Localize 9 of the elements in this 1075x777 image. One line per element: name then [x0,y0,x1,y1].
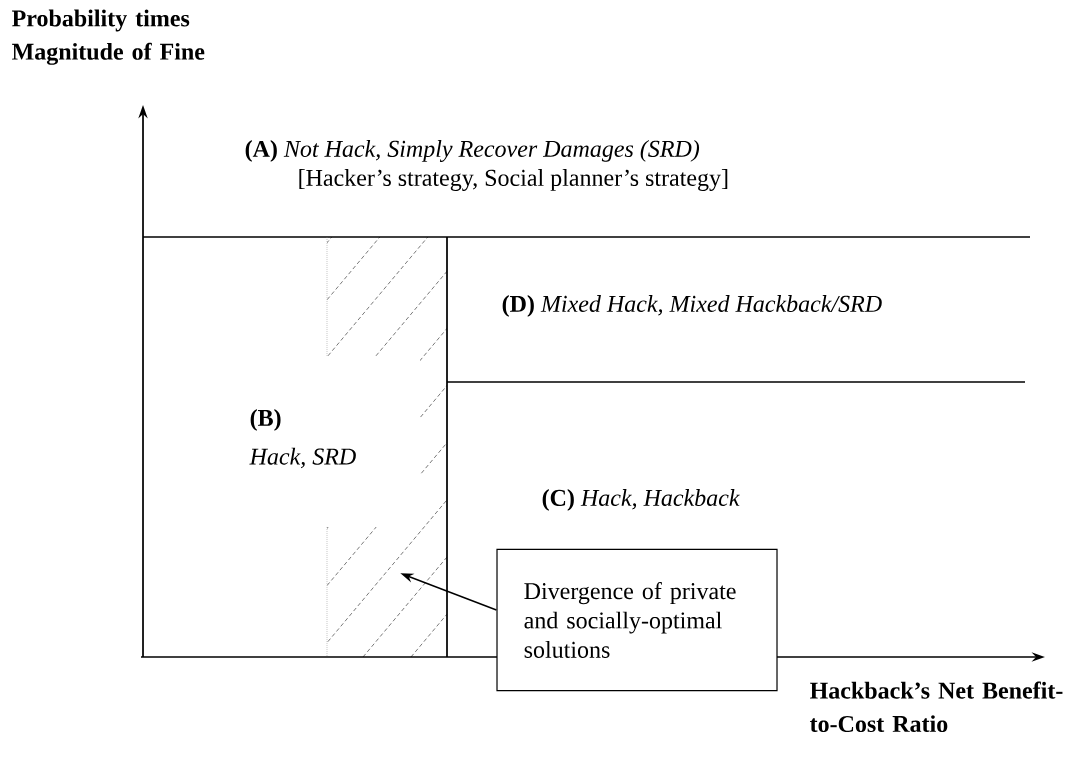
axis-label: Hackback’s Net Benefit-to-Cost Ratio [810,681,1063,733]
region-label: (C) Hack, Hackback [542,489,740,511]
region-label: [Hacker’s strategy, Social planner’s strategy] [299,169,728,191]
region-label: (A) Not Hack, Simply Recover Damages (SRD) [245,140,700,162]
region-label: Hack, SRD [249,447,356,469]
region-label: (D) Mixed Hack, Mixed Hackback/SRD [502,295,882,317]
axis-label: Probability times Magnitude of Fine [12,9,205,65]
callout-box: Divergence of private and socially-optimal solutions [496,548,778,692]
region-label: (B) [250,409,281,431]
